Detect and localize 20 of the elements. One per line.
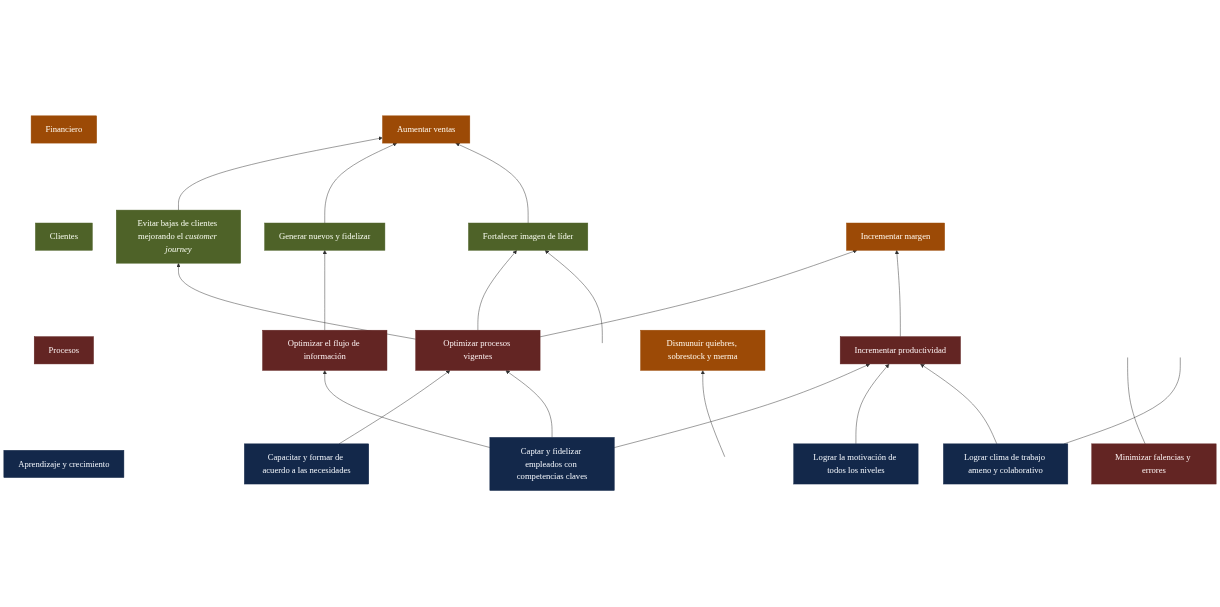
- node-box: Evitar bajas de clientes mejorando el customer journey: [116, 210, 241, 264]
- node-box: Optimizar procesos vigentes: [415, 330, 541, 371]
- node-box: Aumentar ventas: [382, 115, 471, 144]
- node-box: Dismunuir quiebres, sobrestock y merma: [640, 330, 766, 371]
- connector: [1127, 357, 1146, 445]
- node-box: Lograr clima de trabajo ameno y colaborativo: [943, 443, 1069, 485]
- node-box: Clientes: [35, 223, 93, 251]
- connector: [1063, 357, 1181, 445]
- node-box: Optimizar el flujo de información: [262, 330, 388, 371]
- node-box: Financiero: [30, 115, 97, 144]
- node-box: Minimizar falencias y errores: [1091, 443, 1217, 485]
- node-box: Incrementar margen: [846, 223, 945, 251]
- node-box: Capacitar y formar de acuerdo a las necesidades: [244, 443, 369, 485]
- node-box: Generar nuevos y fidelizar: [264, 223, 386, 251]
- node-box: Aprendizaje y crecimiento: [3, 450, 125, 479]
- node-box: Captar y fidelizar empleados con competencias claves: [489, 437, 615, 492]
- node-box: Incrementar productividad: [839, 336, 961, 365]
- node-box: Lograr la motivación de todos los niveles: [793, 443, 919, 485]
- node-box: Fortalecer imagen de líder: [468, 223, 589, 251]
- node-box: Procesos: [33, 336, 94, 365]
